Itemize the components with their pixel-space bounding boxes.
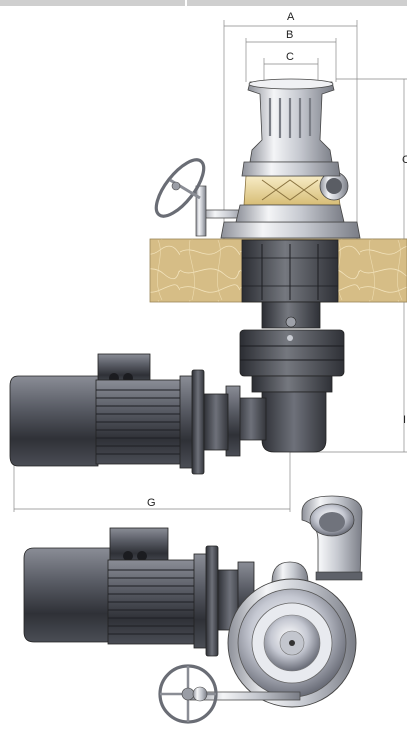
handwheel-icon [154,158,206,218]
electric-motor [9,353,229,475]
motor-end-cap-top [23,547,111,643]
handwheel-top-icon [158,664,218,724]
dimension-label-f: I [403,414,406,426]
dimension-label-a: A [287,11,295,23]
angle-drive [261,391,327,453]
dimension-label-b: B [286,29,293,41]
top-strip [0,0,407,6]
side-view [9,78,407,475]
chain-pipe [301,495,363,581]
capstan-top-disc [227,578,357,708]
top-view [23,495,363,724]
dimension-label-d: C [402,154,407,166]
deck-plate [220,221,361,239]
dimension-label-c: C [286,51,294,63]
dimension-label-g: G [147,497,156,509]
motor-end-cap [9,375,99,467]
